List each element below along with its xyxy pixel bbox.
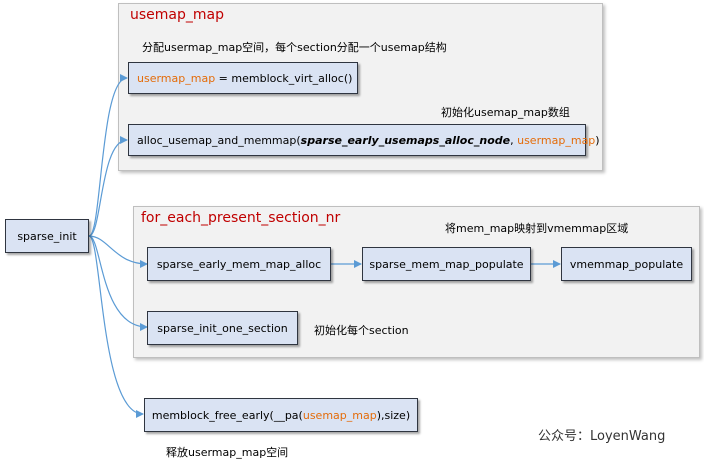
sparse-early-mem-map-alloc-box: sparse_early_mem_map_alloc [147, 247, 331, 281]
func-close: ) [595, 133, 600, 147]
edge-to-alloc [88, 74, 128, 237]
memblock-free-early-box: memblock_free_early(__pa(usemap_map),siz… [144, 398, 418, 432]
usemap-alloc-box: usermap_map = memblock_virt_alloc() [128, 62, 358, 94]
func-arg-sep: , [510, 133, 518, 147]
init-note: 初始化usemap_map数组 [441, 106, 570, 119]
usemap-panel-title: usemap_map [130, 7, 224, 23]
alloc-usemap-and-memmap-box: alloc_usemap_and_memmap(sparse_early_use… [128, 124, 600, 156]
map-note: 将mem_map映射到vmemmap区域 [445, 222, 629, 235]
sparse-init-box: sparse_init [5, 219, 89, 253]
init-each-note: 初始化每个section [314, 324, 409, 337]
sparse-mem-map-populate-box: sparse_mem_map_populate [362, 247, 531, 281]
edge-to-init-usemap [88, 136, 128, 237]
edge-to-mem-map-alloc [88, 235, 148, 268]
free-suffix: ),size) [376, 408, 411, 422]
edge-to-free [88, 235, 144, 418]
section-loop-title: for_each_present_section_nr [141, 210, 341, 226]
usemap-var: usermap_map [137, 71, 216, 85]
vmemmap-populate-box: vmemmap_populate [561, 247, 692, 281]
func-arg-usemap: usermap_map [517, 133, 596, 147]
func-arg-alloc-node: sparse_early_usemaps_alloc_node [300, 133, 511, 147]
free-var: usemap_map [302, 408, 377, 422]
edge-to-init-one-section [88, 235, 148, 331]
sparse-init-one-section-box: sparse_init_one_section [147, 311, 298, 345]
free-note: 释放usermap_map空间 [166, 446, 289, 459]
watermark: 公众号：LoyenWang [538, 429, 666, 444]
func-name: alloc_usemap_and_memmap( [137, 133, 301, 147]
alloc-call: = memblock_virt_alloc() [215, 71, 353, 85]
alloc-note: 分配usermap_map空间，每个section分配一个usemap结构 [142, 41, 447, 54]
free-prefix: memblock_free_early(__pa( [151, 408, 303, 422]
